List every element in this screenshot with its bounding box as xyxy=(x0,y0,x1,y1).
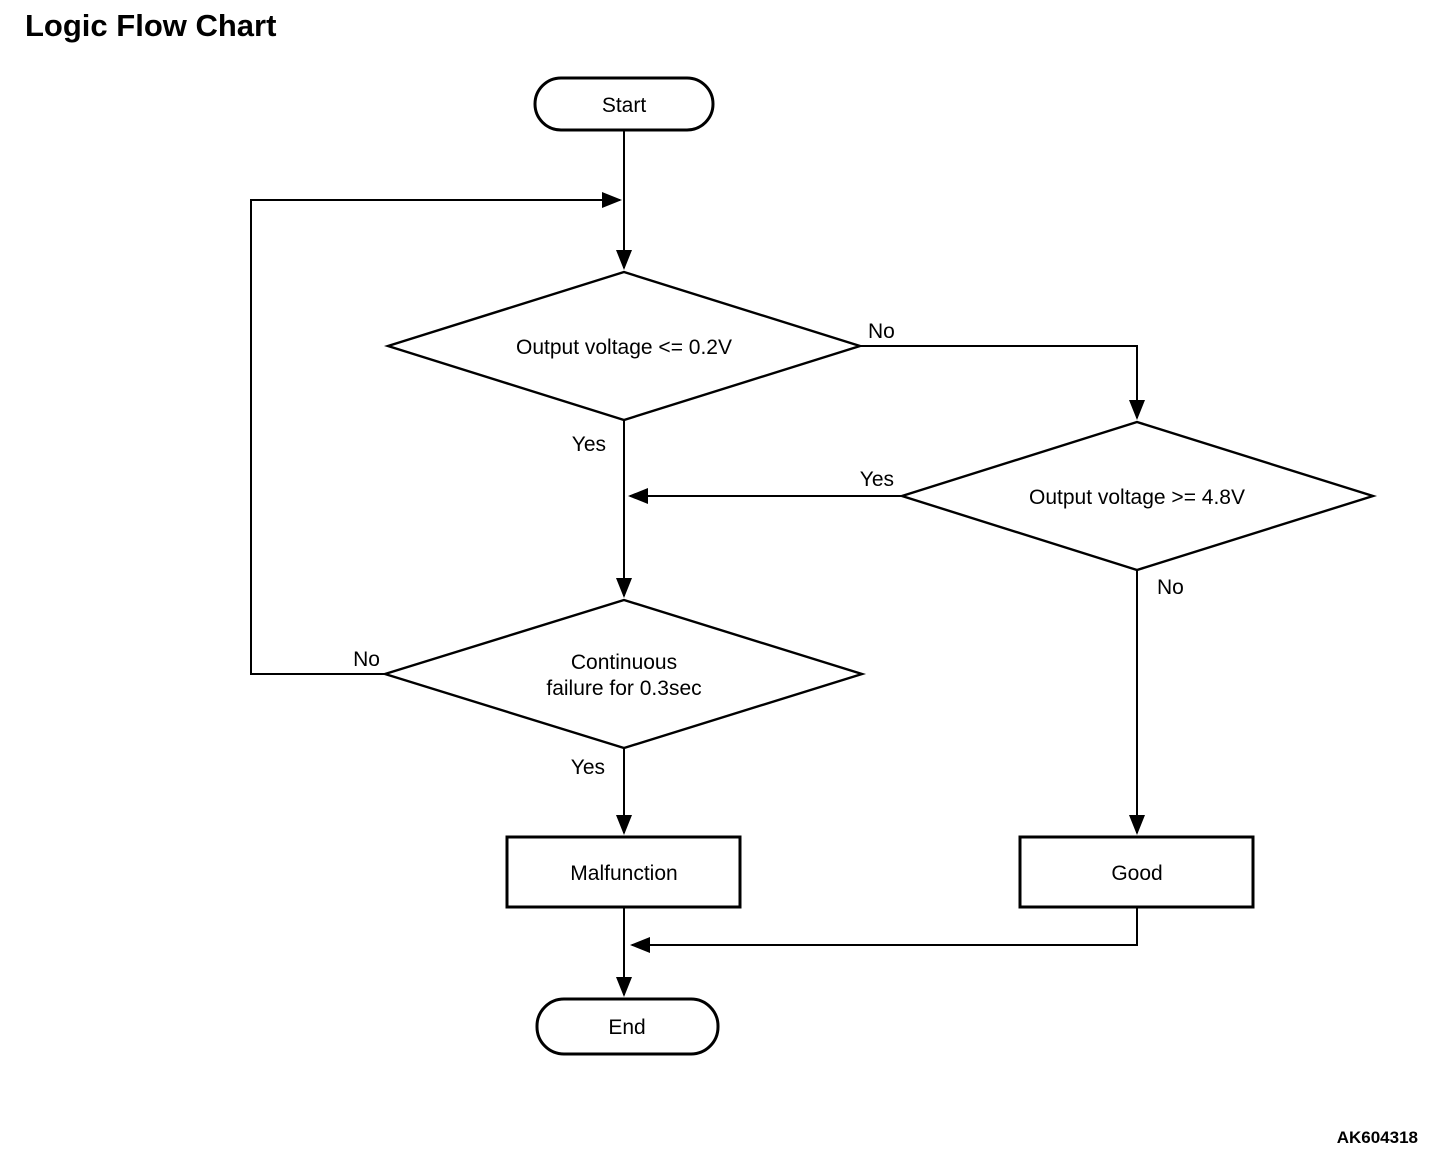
node-check-low: Output voltage <= 0.2V xyxy=(383,270,865,422)
check-high-label: Output voltage >= 4.8V xyxy=(1029,486,1245,509)
node-check-high: Output voltage >= 4.8V xyxy=(898,420,1378,572)
end-terminator-shape xyxy=(535,997,720,1056)
node-continuous: Continuous failure for 0.3sec xyxy=(380,598,867,750)
edge-label-continuous-yes: Yes xyxy=(571,756,605,779)
start-terminator-shape xyxy=(533,76,715,132)
good-label: Good xyxy=(1111,862,1162,885)
node-end: End xyxy=(535,997,720,1056)
continuous-decision-shape xyxy=(380,598,867,750)
continuous-label-line2: failure for 0.3sec xyxy=(546,677,701,700)
malfunction-label: Malfunction xyxy=(570,862,677,885)
edges xyxy=(250,130,1145,997)
edge-label-check-low-no: No xyxy=(868,320,895,343)
malfunction-process-shape xyxy=(505,835,742,909)
edge-continuous-no-loop xyxy=(250,192,622,675)
start-label: Start xyxy=(602,94,647,117)
check-low-decision-shape xyxy=(383,270,865,422)
edge-label-continuous-no: No xyxy=(353,648,380,671)
node-start: Start xyxy=(533,76,715,132)
node-malfunction: Malfunction xyxy=(505,835,742,909)
edge-label-check-high-no: No xyxy=(1157,576,1184,599)
check-low-label: Output voltage <= 0.2V xyxy=(516,336,732,359)
page-title: Logic Flow Chart xyxy=(25,8,277,43)
edge-label-check-high-yes: Yes xyxy=(860,468,894,491)
edge-labels: No Yes Yes No No Yes xyxy=(353,320,1184,779)
edge-check-low-no xyxy=(860,345,1145,420)
node-good: Good xyxy=(1018,835,1255,909)
edge-good-to-end xyxy=(630,907,1138,953)
end-label: End xyxy=(608,1016,645,1039)
edge-label-check-low-yes: Yes xyxy=(572,433,606,456)
figure-code: AK604318 xyxy=(1336,1128,1418,1147)
check-high-decision-shape xyxy=(898,420,1378,572)
continuous-label-line1: Continuous xyxy=(571,651,677,674)
good-process-shape xyxy=(1018,835,1255,909)
